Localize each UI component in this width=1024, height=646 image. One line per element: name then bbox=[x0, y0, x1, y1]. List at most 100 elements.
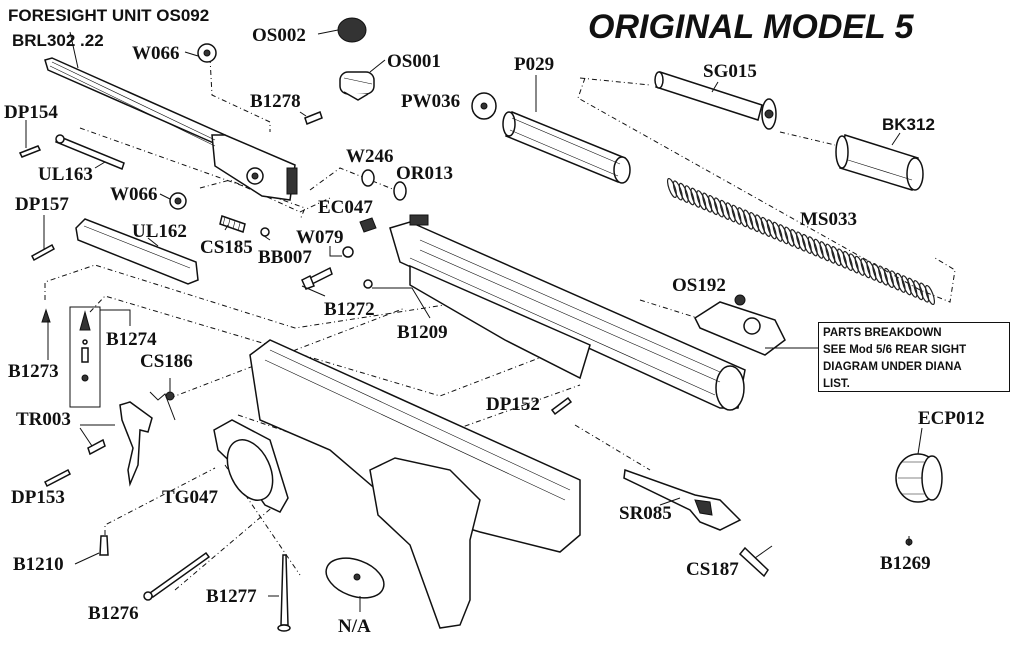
spring-coil bbox=[860, 258, 871, 279]
spring-coil bbox=[690, 187, 701, 208]
end-cap-plug-ecp012 bbox=[895, 453, 943, 503]
spring-coil bbox=[813, 238, 824, 259]
label-b1269[interactable]: B1269 bbox=[880, 553, 931, 574]
main-spring-ms033 bbox=[666, 177, 936, 306]
label-os001[interactable]: OS001 bbox=[387, 51, 441, 72]
label-b1273[interactable]: B1273 bbox=[8, 361, 59, 382]
label-b1210[interactable]: B1210 bbox=[13, 554, 64, 575]
label-na[interactable]: N/A bbox=[338, 616, 371, 637]
label-tg047[interactable]: TG047 bbox=[162, 487, 218, 508]
spring-coil bbox=[825, 243, 836, 264]
spring-coil bbox=[913, 280, 924, 301]
label-w079[interactable]: W079 bbox=[296, 227, 344, 248]
note-line: LIST. bbox=[823, 378, 850, 390]
cocking-lever-ul162 bbox=[75, 218, 199, 285]
label-ul162[interactable]: UL162 bbox=[132, 221, 187, 242]
label-ms033[interactable]: MS033 bbox=[800, 209, 857, 230]
spring-coil bbox=[737, 207, 748, 228]
piston-washer-pw036 bbox=[471, 92, 497, 120]
compression-tube bbox=[389, 214, 746, 411]
foresight-body-os001 bbox=[339, 71, 375, 101]
spring-coil bbox=[819, 241, 830, 262]
screw-b1210 bbox=[99, 535, 109, 556]
ball-bearing-bb007 bbox=[260, 227, 270, 237]
spring-coil bbox=[666, 177, 678, 199]
label-dp157[interactable]: DP157 bbox=[15, 194, 69, 215]
note-line: PARTS BREAKDOWN bbox=[823, 327, 942, 339]
o-ring-or013 bbox=[393, 181, 407, 201]
spring-coil bbox=[866, 260, 877, 281]
label-bb007[interactable]: BB007 bbox=[258, 247, 312, 268]
label-dp153[interactable]: DP153 bbox=[11, 487, 65, 508]
spring-coil bbox=[837, 248, 848, 269]
label-b1209[interactable]: B1209 bbox=[397, 322, 448, 343]
subtitle-foresight-unit: FORESIGHT UNIT OS092 bbox=[8, 6, 210, 25]
bushing-bk312 bbox=[835, 134, 924, 191]
label-brl302[interactable]: BRL302 .22 bbox=[12, 31, 104, 50]
spring-cs187 bbox=[738, 546, 769, 578]
label-cs187[interactable]: CS187 bbox=[686, 559, 739, 580]
spring-coil bbox=[831, 246, 842, 267]
spring-coil bbox=[713, 197, 724, 218]
piston-p029 bbox=[502, 110, 631, 184]
label-bk312[interactable]: BK312 bbox=[882, 115, 935, 134]
label-tr003[interactable]: TR003 bbox=[16, 409, 71, 430]
spring-coil bbox=[696, 190, 707, 211]
label-ul163[interactable]: UL163 bbox=[38, 164, 93, 185]
leader-lines bbox=[25, 29, 923, 612]
label-b1278[interactable]: B1278 bbox=[250, 91, 301, 112]
label-os002[interactable]: OS002 bbox=[252, 25, 306, 46]
washer-w066-mid bbox=[169, 192, 187, 210]
label-cs186[interactable]: CS186 bbox=[140, 351, 193, 372]
spring-coil bbox=[778, 224, 789, 245]
spring-cs185 bbox=[219, 215, 246, 233]
spring-coil bbox=[672, 180, 683, 201]
label-cs185[interactable]: CS185 bbox=[200, 237, 253, 258]
label-b1274[interactable]: B1274 bbox=[106, 329, 157, 350]
sear-sr085 bbox=[623, 468, 742, 531]
note-line: DIAGRAM UNDER DIANA bbox=[823, 361, 962, 373]
screw-b1209 bbox=[363, 279, 373, 289]
spring-coil bbox=[807, 236, 818, 257]
spring-coil bbox=[743, 209, 754, 230]
diagram-title: ORIGINAL MODEL 5 bbox=[588, 8, 914, 46]
spring-coil bbox=[684, 185, 695, 206]
label-w066-top[interactable]: W066 bbox=[132, 43, 180, 64]
label-b1277[interactable]: B1277 bbox=[206, 586, 257, 607]
label-sr085[interactable]: SR085 bbox=[619, 503, 672, 524]
spring-guide-sg015 bbox=[654, 71, 777, 130]
grip-cap bbox=[325, 557, 385, 599]
spring-coil bbox=[883, 267, 894, 289]
label-os192[interactable]: OS192 bbox=[672, 275, 726, 296]
label-pw036[interactable]: PW036 bbox=[401, 91, 461, 112]
label-ecp012[interactable]: ECP012 bbox=[918, 408, 985, 429]
barrel-part bbox=[44, 57, 298, 201]
label-sg015[interactable]: SG015 bbox=[703, 61, 757, 82]
screw-b1269 bbox=[905, 536, 913, 546]
spring-coil bbox=[924, 284, 936, 306]
label-dp152[interactable]: DP152 bbox=[486, 394, 540, 415]
screw-b1278 bbox=[304, 111, 323, 125]
spring-coil bbox=[760, 216, 771, 237]
label-b1276[interactable]: B1276 bbox=[88, 603, 139, 624]
spring-coil bbox=[854, 255, 865, 276]
spring-coil bbox=[749, 211, 760, 233]
spring-coil bbox=[872, 263, 883, 284]
label-or013[interactable]: OR013 bbox=[396, 163, 453, 184]
pin-dp153 bbox=[43, 468, 72, 488]
washer-w246 bbox=[361, 169, 375, 187]
label-ec047[interactable]: EC047 bbox=[318, 197, 373, 218]
spring-coil bbox=[784, 226, 795, 247]
label-w066-mid[interactable]: W066 bbox=[110, 184, 158, 205]
spring-coil bbox=[702, 192, 713, 213]
spring-coil bbox=[795, 231, 807, 252]
label-p029[interactable]: P029 bbox=[514, 54, 555, 75]
trigger-guard-tg047 bbox=[213, 419, 289, 513]
wood-screw-b1277 bbox=[277, 554, 291, 632]
label-w246[interactable]: W246 bbox=[346, 146, 394, 167]
label-b1272[interactable]: B1272 bbox=[324, 299, 375, 320]
label-dp154[interactable]: DP154 bbox=[4, 102, 58, 123]
bolt-b1272 bbox=[301, 266, 333, 290]
spring-coil bbox=[719, 199, 730, 220]
